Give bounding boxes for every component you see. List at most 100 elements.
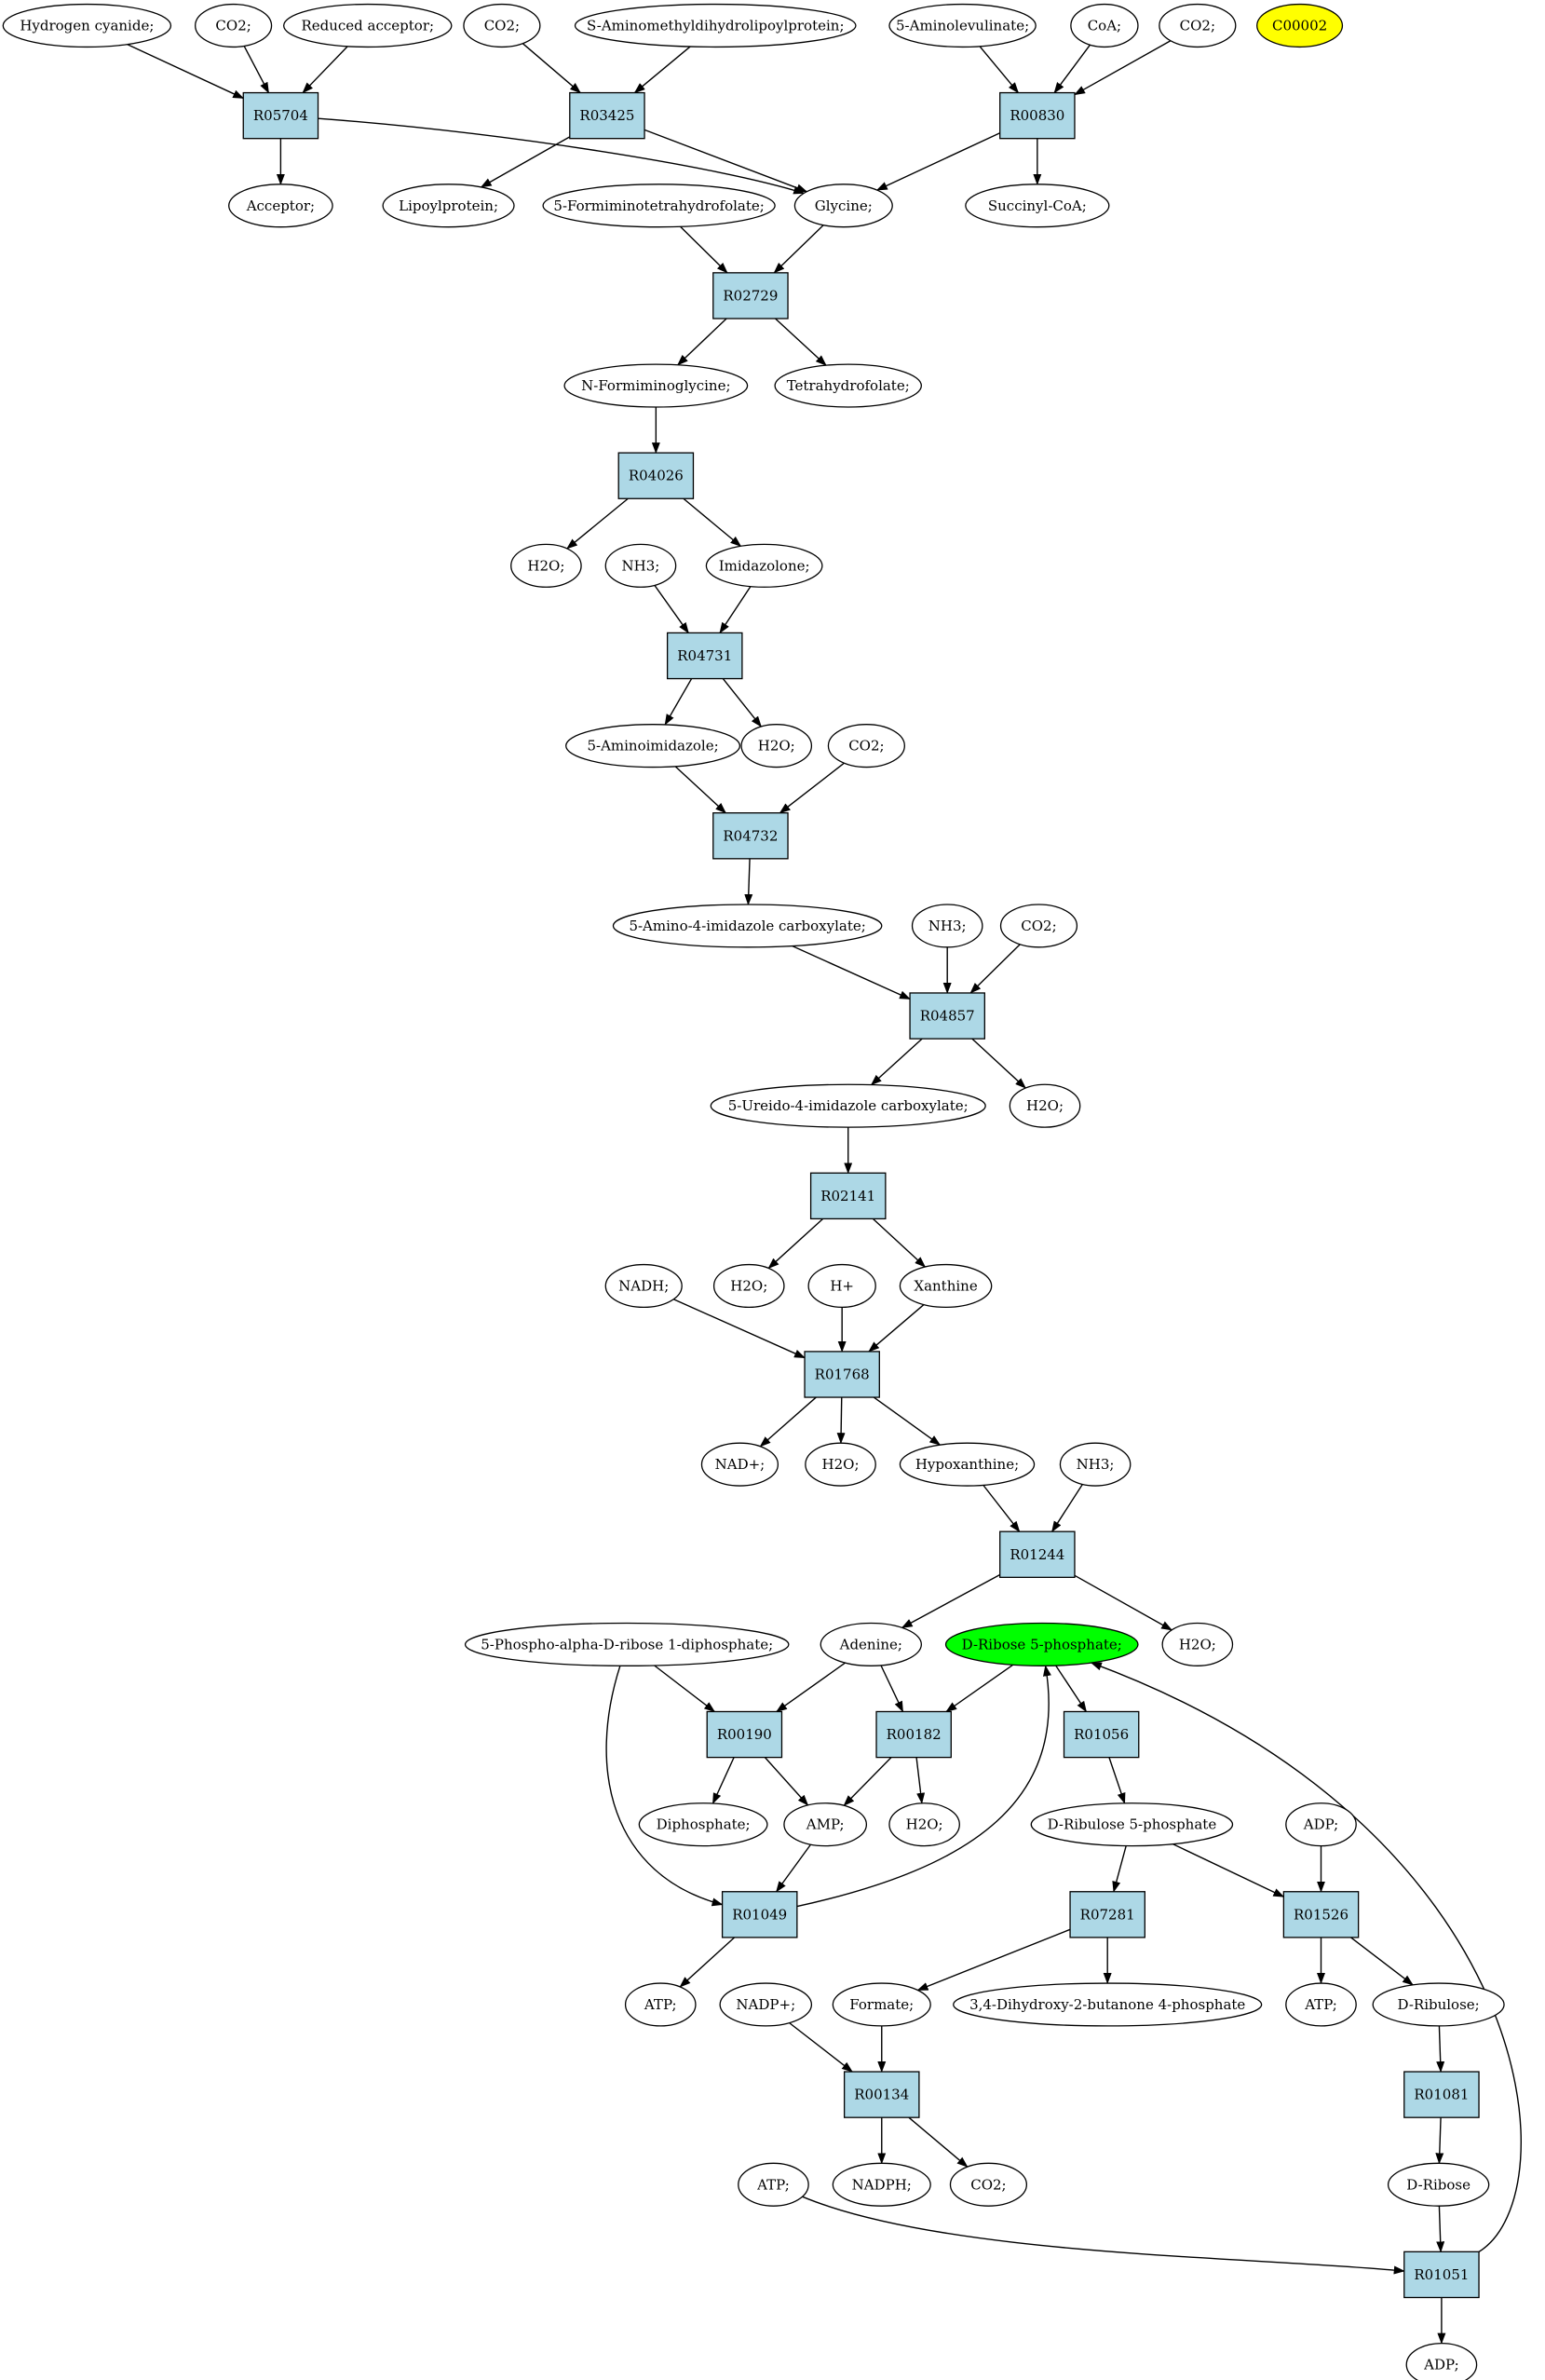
compound-ellipse bbox=[807, 1263, 876, 1309]
compound-node-c-redacc[interactable]: Reduced acceptor; bbox=[283, 3, 453, 48]
reaction-node-r04026[interactable]: R04026 bbox=[617, 452, 695, 499]
compound-node-c-adp-2[interactable]: ADP; bbox=[1405, 2342, 1478, 2380]
compound-node-c-nh3-1[interactable]: NH3; bbox=[604, 543, 677, 588]
compound-node-c-h2o-1[interactable]: H2O; bbox=[510, 543, 582, 588]
compound-node-c-hplus[interactable]: H+ bbox=[807, 1263, 876, 1309]
compound-node-c-r5p[interactable]: D-Ribose 5-phosphate; bbox=[944, 1622, 1139, 1666]
compound-node-c-h2o-4[interactable]: H2O; bbox=[712, 1263, 785, 1309]
compound-label: H2O; bbox=[758, 738, 795, 755]
compound-node-c-ala[interactable]: 5-Aminolevulinate; bbox=[888, 3, 1037, 48]
compound-ellipse bbox=[944, 1622, 1139, 1666]
compound-node-c-h2o-3[interactable]: H2O; bbox=[1009, 1083, 1081, 1128]
compound-node-c-saml[interactable]: S-Aminomethyldihydrolipoylprotein; bbox=[574, 3, 857, 48]
reaction-box bbox=[1403, 2071, 1480, 2118]
reaction-node-r03425[interactable]: R03425 bbox=[569, 91, 645, 140]
edge-c_saml-to-R03425 bbox=[633, 46, 691, 94]
reaction-node-r01051[interactable]: R01051 bbox=[1403, 2251, 1480, 2299]
reaction-node-r01081[interactable]: R01081 bbox=[1403, 2071, 1480, 2118]
compound-node-c-hcn[interactable]: Hydrogen cyanide; bbox=[2, 3, 172, 48]
compound-node-c-coa[interactable]: CoA; bbox=[1070, 3, 1139, 48]
compound-node-c-amp[interactable]: AMP; bbox=[783, 1802, 868, 1847]
compound-ellipse bbox=[700, 1442, 779, 1487]
compound-node-c-nadph[interactable]: NADPH; bbox=[832, 2162, 931, 2207]
compound-node-c-thf[interactable]: Tetrahydrofolate; bbox=[774, 363, 923, 408]
compound-node-c-h2o-2[interactable]: H2O; bbox=[740, 724, 813, 768]
compound-node-c-atp-3[interactable]: ATP; bbox=[738, 2162, 809, 2207]
compound-label: 5-Formiminotetrahydrofolate; bbox=[553, 197, 764, 214]
compound-node-c-nad[interactable]: NAD+; bbox=[700, 1442, 779, 1487]
compound-node-c-adenine[interactable]: Adenine; bbox=[820, 1622, 923, 1666]
compound-node-c-nadh[interactable]: NADH; bbox=[604, 1263, 683, 1309]
compound-node-c-adp-1[interactable]: ADP; bbox=[1285, 1802, 1357, 1847]
compound-node-c-nfg[interactable]: N-Formiminoglycine; bbox=[563, 363, 749, 408]
compound-node-c-atp-2[interactable]: ATP; bbox=[1285, 1982, 1357, 2027]
compound-node-c-c00002[interactable]: C00002 bbox=[1256, 3, 1344, 48]
compound-node-c-co2-5[interactable]: CO2; bbox=[999, 904, 1078, 948]
compound-node-c-h2o-5[interactable]: H2O; bbox=[805, 1442, 876, 1487]
compound-node-c-nadp[interactable]: NADP+; bbox=[719, 1982, 813, 2027]
compound-ellipse bbox=[542, 184, 776, 228]
reaction-node-r00182[interactable]: R00182 bbox=[875, 1710, 952, 1759]
compound-node-c-atp-1[interactable]: ATP; bbox=[624, 1982, 697, 2027]
compound-node-c-co2-4[interactable]: CO2; bbox=[827, 724, 905, 768]
compound-node-c-prpp[interactable]: 5-Phospho-alpha-D-ribose 1-diphosphate; bbox=[464, 1622, 790, 1666]
compound-node-c-fthf[interactable]: 5-Formiminotetrahydrofolate; bbox=[542, 184, 776, 228]
compound-node-c-co2-2[interactable]: CO2; bbox=[463, 3, 541, 48]
compound-node-c-imid[interactable]: Imidazolone; bbox=[705, 543, 823, 588]
compound-node-c-lipoyl[interactable]: Lipoylprotein; bbox=[382, 184, 515, 228]
reaction-node-r01056[interactable]: R01056 bbox=[1063, 1710, 1140, 1759]
reaction-label: R01056 bbox=[1074, 1726, 1129, 1743]
compound-node-c-dhbp[interactable]: 3,4-Dihydroxy-2-butanone 4-phosphate bbox=[953, 1982, 1263, 2027]
reaction-node-r05704[interactable]: R05704 bbox=[242, 91, 319, 140]
compound-label: Tetrahydrofolate; bbox=[787, 377, 910, 394]
reaction-label: R04857 bbox=[920, 1008, 975, 1025]
edge-c_adenine-to-R00190 bbox=[776, 1662, 847, 1713]
compound-node-c-succoa[interactable]: Succinyl-CoA; bbox=[965, 184, 1110, 228]
reaction-node-r01049[interactable]: R01049 bbox=[721, 1891, 798, 1938]
reaction-node-r04732[interactable]: R04732 bbox=[712, 812, 789, 860]
reaction-node-r02141[interactable]: R02141 bbox=[809, 1172, 887, 1220]
compound-label: 5-Aminolevulinate; bbox=[896, 17, 1029, 34]
compound-node-c-h2o-6[interactable]: H2O; bbox=[1161, 1622, 1234, 1666]
reaction-node-r00134[interactable]: R00134 bbox=[843, 2071, 920, 2118]
compound-node-c-aminoimid[interactable]: 5-Aminoimidazole; bbox=[565, 724, 741, 768]
compound-ellipse bbox=[832, 1982, 931, 2027]
compound-ellipse bbox=[464, 1622, 790, 1666]
reaction-node-r04857[interactable]: R04857 bbox=[909, 992, 985, 1040]
compound-node-c-aic[interactable]: 5-Amino-4-imidazole carboxylate; bbox=[612, 904, 883, 948]
reaction-node-r01526[interactable]: R01526 bbox=[1282, 1891, 1360, 1938]
compound-label: ATP; bbox=[1304, 1996, 1337, 2013]
reaction-node-r01244[interactable]: R01244 bbox=[999, 1530, 1076, 1578]
compound-ellipse bbox=[999, 904, 1078, 948]
reaction-label: R07281 bbox=[1080, 1906, 1135, 1923]
reaction-node-r01768[interactable]: R01768 bbox=[804, 1351, 880, 1398]
compound-ellipse bbox=[604, 1263, 683, 1309]
edge-c_amp-to-R01049 bbox=[776, 1843, 812, 1893]
compound-node-c-glycine[interactable]: Glycine; bbox=[793, 184, 893, 228]
compound-node-c-ru5p[interactable]: D-Ribulose 5-phosphate bbox=[1030, 1802, 1234, 1847]
compound-node-c-h2o-7[interactable]: H2O; bbox=[888, 1802, 960, 1847]
compound-node-c-diphos[interactable]: Diphosphate; bbox=[638, 1802, 768, 1847]
compound-ellipse bbox=[899, 1263, 993, 1309]
compound-node-c-nh3-2[interactable]: NH3; bbox=[911, 904, 983, 948]
reaction-node-r00830[interactable]: R00830 bbox=[999, 91, 1076, 140]
reaction-node-r00190[interactable]: R00190 bbox=[706, 1710, 783, 1759]
compound-node-c-hypox[interactable]: Hypoxanthine; bbox=[899, 1442, 1036, 1487]
compound-node-c-nh3-3[interactable]: NH3; bbox=[1059, 1442, 1132, 1487]
compound-node-c-formate[interactable]: Formate; bbox=[832, 1982, 931, 2027]
compound-node-c-acceptor[interactable]: Acceptor; bbox=[228, 184, 333, 228]
edge-R01768-to-c_hypox bbox=[873, 1396, 942, 1446]
reaction-node-r04731[interactable]: R04731 bbox=[666, 632, 743, 680]
compound-node-c-ribulose[interactable]: D-Ribulose; bbox=[1372, 1982, 1505, 2027]
compound-node-c-co2-1[interactable]: CO2; bbox=[195, 3, 273, 48]
reaction-box bbox=[875, 1710, 952, 1759]
compound-node-c-co2-6[interactable]: CO2; bbox=[949, 2162, 1028, 2207]
compound-ellipse bbox=[382, 184, 515, 228]
reaction-box bbox=[1403, 2251, 1480, 2299]
compound-node-c-uic[interactable]: 5-Ureido-4-imidazole carboxylate; bbox=[710, 1083, 986, 1128]
compound-node-c-xanthine[interactable]: Xanthine bbox=[899, 1263, 993, 1309]
compound-node-c-ribose[interactable]: D-Ribose bbox=[1387, 2162, 1490, 2207]
reaction-node-r02729[interactable]: R02729 bbox=[712, 272, 789, 320]
compound-node-c-co2-3[interactable]: CO2; bbox=[1159, 3, 1237, 48]
reaction-node-r07281[interactable]: R07281 bbox=[1069, 1891, 1145, 1938]
